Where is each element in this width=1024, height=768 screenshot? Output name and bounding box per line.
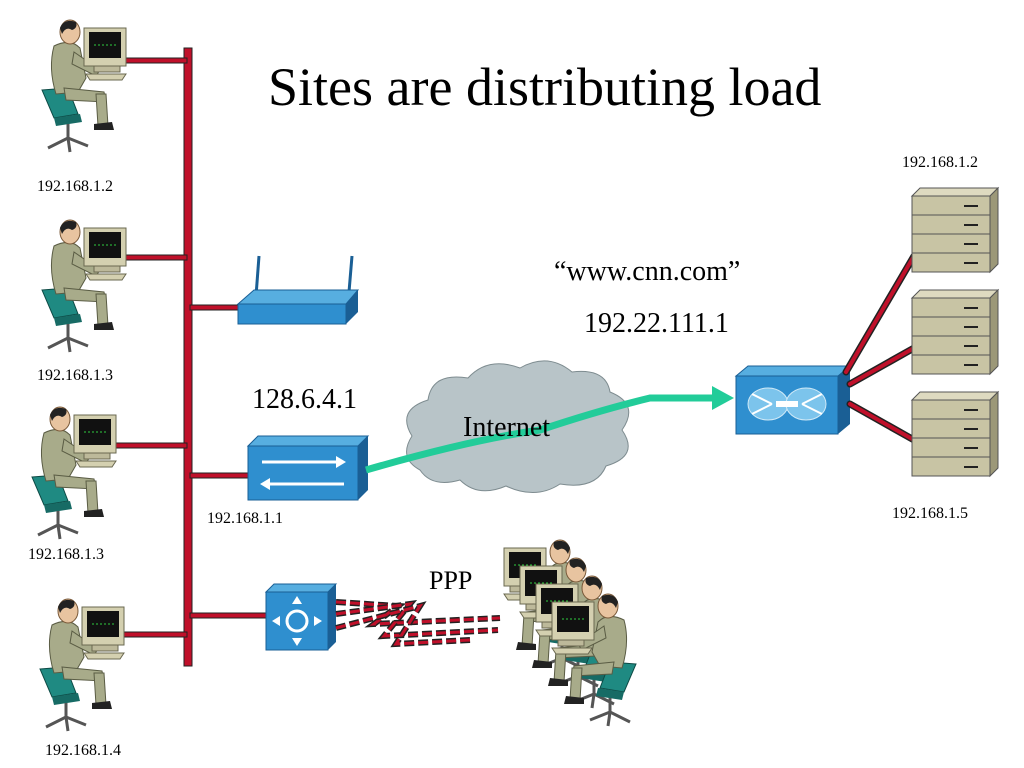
arrowhead xyxy=(712,386,734,410)
internet-link xyxy=(365,394,714,474)
server-links xyxy=(842,252,918,444)
content-switch-icon xyxy=(734,365,852,435)
remote-users-icon xyxy=(502,538,638,728)
server-1-label: 192.168.1.2 xyxy=(902,154,978,171)
workstation-4-icon xyxy=(38,597,126,733)
server-2-icon xyxy=(911,289,999,375)
server-3-icon xyxy=(911,391,999,477)
load-balancer-hostname: “www.cnn.com” xyxy=(554,256,741,287)
server-1-icon xyxy=(911,187,999,273)
cloud-icon xyxy=(406,360,630,493)
workstation-3-label: 192.168.1.3 xyxy=(28,546,104,563)
workstation-1-label: 192.168.1.2 xyxy=(37,178,113,195)
ppp-link xyxy=(335,599,501,648)
ppp-label: PPP xyxy=(429,566,473,595)
router-icon xyxy=(246,435,370,501)
workstation-1-icon xyxy=(40,18,128,154)
router-public-ip: 128.6.4.1 xyxy=(252,384,357,415)
load-balancer-ip: 192.22.111.1 xyxy=(584,308,729,339)
slide-title: Sites are distributing load xyxy=(268,57,822,117)
server-3-label: 192.168.1.5 xyxy=(892,505,968,522)
workstation-2-icon xyxy=(40,218,128,354)
router-private-ip: 192.168.1.1 xyxy=(207,510,283,527)
workstation-2-label: 192.168.1.3 xyxy=(37,367,113,384)
workstation-3-icon xyxy=(30,405,118,541)
internet-label: Internet xyxy=(463,412,551,443)
access-server-icon xyxy=(264,583,338,651)
wireless-access-point-icon xyxy=(236,255,360,325)
workstation-4-label: 192.168.1.4 xyxy=(45,742,121,759)
lan-backbone xyxy=(183,47,193,667)
